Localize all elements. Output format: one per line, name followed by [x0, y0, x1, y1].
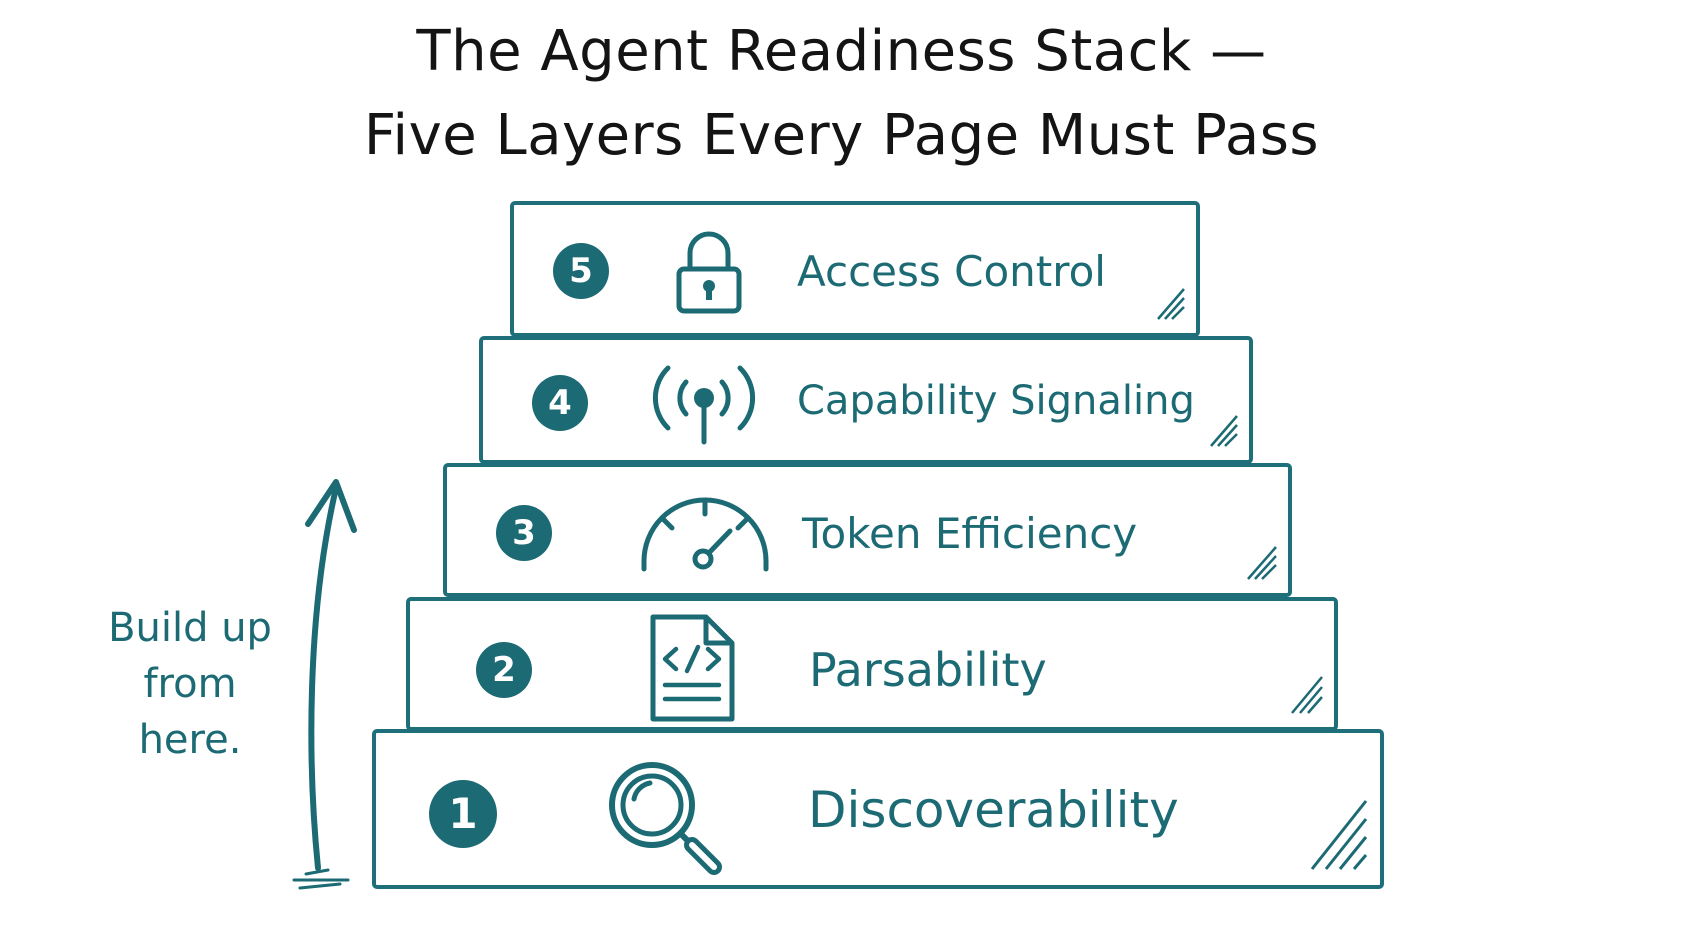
layer-3-number-badge: 3: [496, 505, 552, 561]
corner-hatch-decoration: [1156, 287, 1186, 325]
broadcast-signal-icon: [648, 362, 760, 446]
layer-2-label: Parsability: [809, 643, 1047, 697]
layer-1-label: Discoverability: [808, 781, 1179, 839]
layer-4-number-badge: 4: [532, 375, 588, 431]
layer-5: 5 Access Control: [510, 201, 1200, 337]
layer-1: 1 Discoverability: [372, 729, 1384, 889]
build-up-note-line-3: here.: [138, 717, 242, 763]
build-up-note: Build up from here.: [100, 600, 280, 768]
layer-1-number-badge: 1: [429, 780, 497, 848]
corner-hatch-decoration: [1209, 414, 1239, 452]
corner-hatch-decoration: [1290, 675, 1324, 719]
diagram-title-line-1: The Agent Readiness Stack —: [416, 19, 1267, 84]
corner-hatch-decoration: [1310, 793, 1370, 875]
magnifier-icon: [602, 755, 726, 879]
layer-2-number-badge: 2: [476, 642, 532, 698]
layer-4: 4 Capability Signaling: [479, 336, 1253, 464]
padlock-icon: [674, 225, 744, 317]
build-up-note-line-2: from: [143, 661, 237, 707]
layer-5-label: Access Control: [797, 247, 1106, 296]
diagram-title-line-2: Five Layers Every Page Must Pass: [363, 103, 1320, 168]
build-up-note-line-1: Build up: [108, 605, 272, 651]
layer-2: 2 Parsability: [406, 597, 1338, 731]
layer-4-label: Capability Signaling: [797, 378, 1195, 424]
layer-3-label: Token Efficiency: [802, 509, 1138, 558]
corner-hatch-decoration: [1246, 545, 1278, 585]
layer-5-number-badge: 5: [553, 243, 609, 299]
gauge-icon: [638, 491, 772, 575]
layer-3: 3 Token Efficiency: [443, 463, 1292, 597]
build-up-arrow-icon: [288, 468, 378, 912]
code-document-icon: [648, 613, 738, 723]
